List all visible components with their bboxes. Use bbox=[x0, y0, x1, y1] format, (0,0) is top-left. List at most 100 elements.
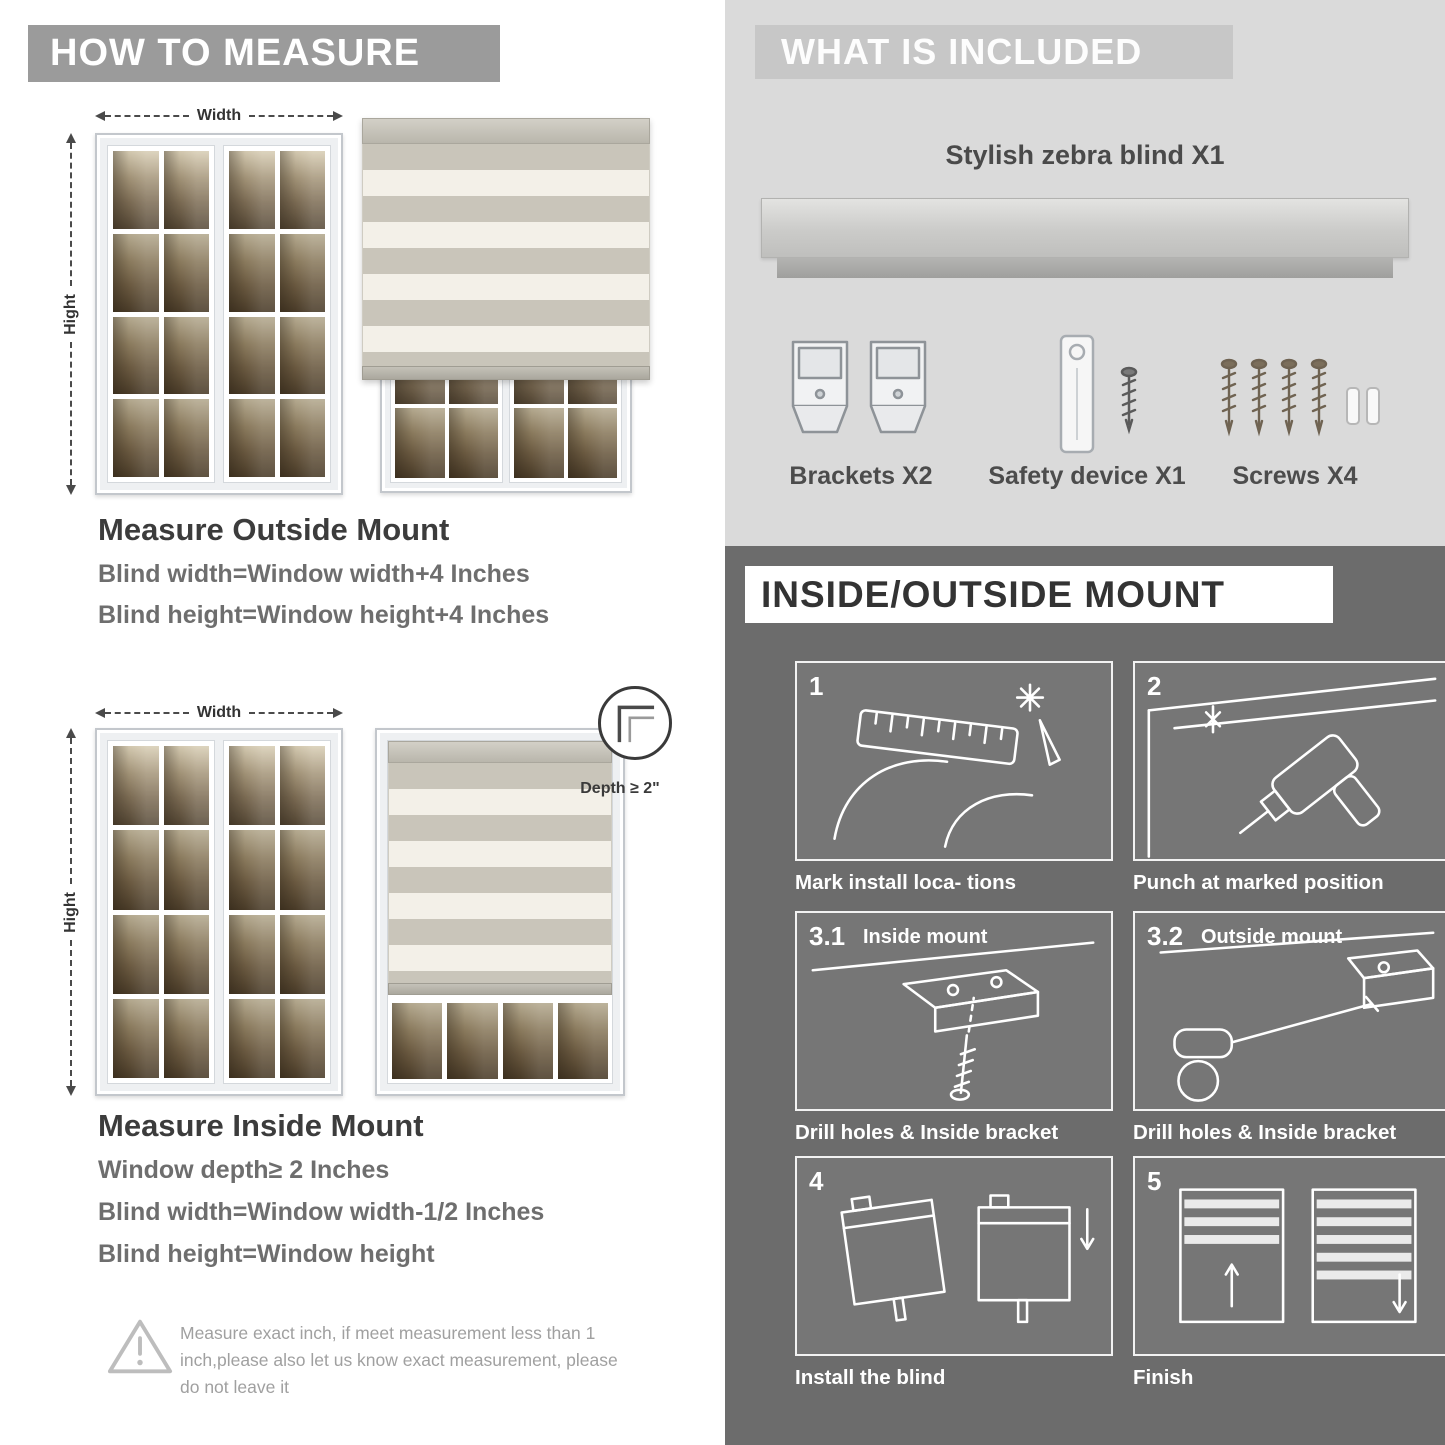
window-pane bbox=[163, 233, 209, 312]
window-pane bbox=[229, 151, 275, 229]
window-pane bbox=[163, 914, 209, 994]
height-arrow-icon: Hight bbox=[58, 728, 84, 1096]
safety-device-icon bbox=[1059, 334, 1138, 454]
mount-step-panel: 3.1 Inside mount bbox=[795, 911, 1113, 1111]
window-sash bbox=[107, 145, 215, 483]
step-number: 3.2 bbox=[1147, 921, 1184, 951]
window-pane bbox=[229, 998, 275, 1078]
outside-rule-width: Blind width=Window width+4 Inches bbox=[98, 560, 530, 588]
step-caption: Drill holes & Inside bracket bbox=[795, 1121, 1059, 1144]
window-pane bbox=[395, 407, 445, 478]
blind-stripes bbox=[362, 144, 650, 366]
mount-step-panel: 4 bbox=[795, 1156, 1113, 1356]
inside-rule-height: Blind height=Window height bbox=[98, 1240, 435, 1268]
window-pane bbox=[447, 1003, 498, 1079]
window-pane bbox=[229, 399, 275, 477]
zebra-blind-outside-illustration bbox=[362, 118, 650, 493]
arrowhead-up-icon bbox=[66, 728, 76, 738]
measure-warning-text: Measure exact inch, if meet measurement … bbox=[180, 1323, 618, 1398]
window-pane bbox=[113, 998, 159, 1078]
window-pane bbox=[279, 746, 325, 826]
height-label: Hight bbox=[62, 293, 79, 335]
window-sash bbox=[223, 145, 331, 483]
window-pane bbox=[113, 914, 159, 994]
window-pane bbox=[163, 399, 209, 477]
arrow-line bbox=[105, 115, 189, 117]
finish-icon bbox=[1179, 1188, 1417, 1324]
arrowhead-left-icon bbox=[95, 708, 105, 718]
brackets-label: Brackets X2 bbox=[789, 462, 933, 490]
blind-cassette bbox=[388, 741, 612, 763]
width-arrow-icon: Width bbox=[95, 105, 343, 127]
outside-rule-height: Blind height=Window height+4 Inches bbox=[98, 601, 550, 629]
step-caption: Mark install loca- tions bbox=[795, 871, 1016, 894]
arrow-line bbox=[70, 342, 72, 485]
window-pane bbox=[163, 316, 209, 395]
window-pane bbox=[163, 151, 209, 229]
step-number: 5 bbox=[1147, 1166, 1162, 1196]
window-pane bbox=[229, 914, 275, 994]
window-pane bbox=[279, 151, 325, 229]
brackets-icon bbox=[791, 340, 927, 434]
window-pane bbox=[229, 233, 275, 312]
arrow-line bbox=[70, 143, 72, 286]
mount-instructions-section: INSIDE/OUTSIDE MOUNT 1 bbox=[725, 546, 1445, 1445]
window-sash bbox=[107, 740, 215, 1084]
arrowhead-down-icon bbox=[66, 485, 76, 495]
mount-step: 1 Mark install loca- tions bbox=[795, 661, 1113, 895]
arrowhead-up-icon bbox=[66, 133, 76, 143]
window-corner-icon bbox=[617, 705, 655, 743]
window-pane bbox=[113, 233, 159, 312]
window-pane bbox=[163, 830, 209, 910]
mount-step: 5 bbox=[1133, 1156, 1445, 1390]
height-arrow-icon: Hight bbox=[58, 133, 84, 495]
mount-step: 3.2 Outside mount Drill holes & In bbox=[1133, 911, 1445, 1145]
window-pane bbox=[113, 399, 159, 477]
window-pane bbox=[279, 316, 325, 395]
mount-step-panel: 1 bbox=[795, 661, 1113, 861]
window-pane bbox=[279, 233, 325, 312]
screws-label: Screws X4 bbox=[1232, 462, 1358, 490]
safety-device-label: Safety device X1 bbox=[988, 462, 1186, 490]
window-pane bbox=[113, 746, 159, 826]
how-to-measure-header: HOW TO MEASURE bbox=[28, 25, 500, 82]
width-label: Width bbox=[196, 704, 242, 721]
window-panes bbox=[388, 999, 612, 1083]
window-sash bbox=[223, 740, 331, 1084]
headrail-lip bbox=[777, 258, 1393, 278]
window-pane bbox=[514, 407, 564, 478]
warning-icon bbox=[107, 1319, 173, 1374]
blind-stripes bbox=[388, 763, 612, 983]
install-blind-icon bbox=[840, 1194, 1095, 1324]
arrow-line bbox=[249, 115, 333, 117]
width-label: Width bbox=[196, 107, 242, 124]
arrowhead-left-icon bbox=[95, 111, 105, 121]
step-caption: Finish bbox=[1133, 1366, 1194, 1389]
window-pane bbox=[279, 399, 325, 477]
outside-bracket-icon bbox=[1159, 931, 1435, 1102]
what-is-included-section: WHAT IS INCLUDED Stylish zebra blind X1 bbox=[725, 0, 1445, 546]
blind-cassette bbox=[362, 118, 650, 144]
step-title: Inside mount bbox=[863, 926, 988, 948]
inside-mount-title: Measure Inside Mount bbox=[98, 1108, 424, 1143]
screws-icon bbox=[1220, 358, 1380, 437]
zebra-blind-inside-illustration bbox=[375, 728, 625, 1096]
mount-step-panel: 5 bbox=[1133, 1156, 1445, 1356]
window-pane bbox=[279, 914, 325, 994]
step-title: Outside mount bbox=[1201, 926, 1343, 948]
mount-step: 3.1 Inside mount Drill holes & Ins bbox=[795, 911, 1113, 1145]
blind-bottom-rail bbox=[388, 983, 612, 995]
window-opening bbox=[387, 740, 613, 1084]
drill-icon bbox=[1147, 677, 1437, 858]
mount-step: 4 bbox=[795, 1156, 1113, 1390]
window-pane bbox=[163, 998, 209, 1078]
height-label: Hight bbox=[62, 891, 79, 933]
window-pane bbox=[567, 407, 617, 478]
mount-step-panel: 3.2 Outside mount bbox=[1133, 911, 1445, 1111]
arrow-line bbox=[105, 712, 189, 714]
arrowhead-right-icon bbox=[333, 111, 343, 121]
window-pane bbox=[502, 1003, 553, 1079]
window-pane bbox=[448, 407, 498, 478]
step-number: 1 bbox=[809, 671, 824, 701]
